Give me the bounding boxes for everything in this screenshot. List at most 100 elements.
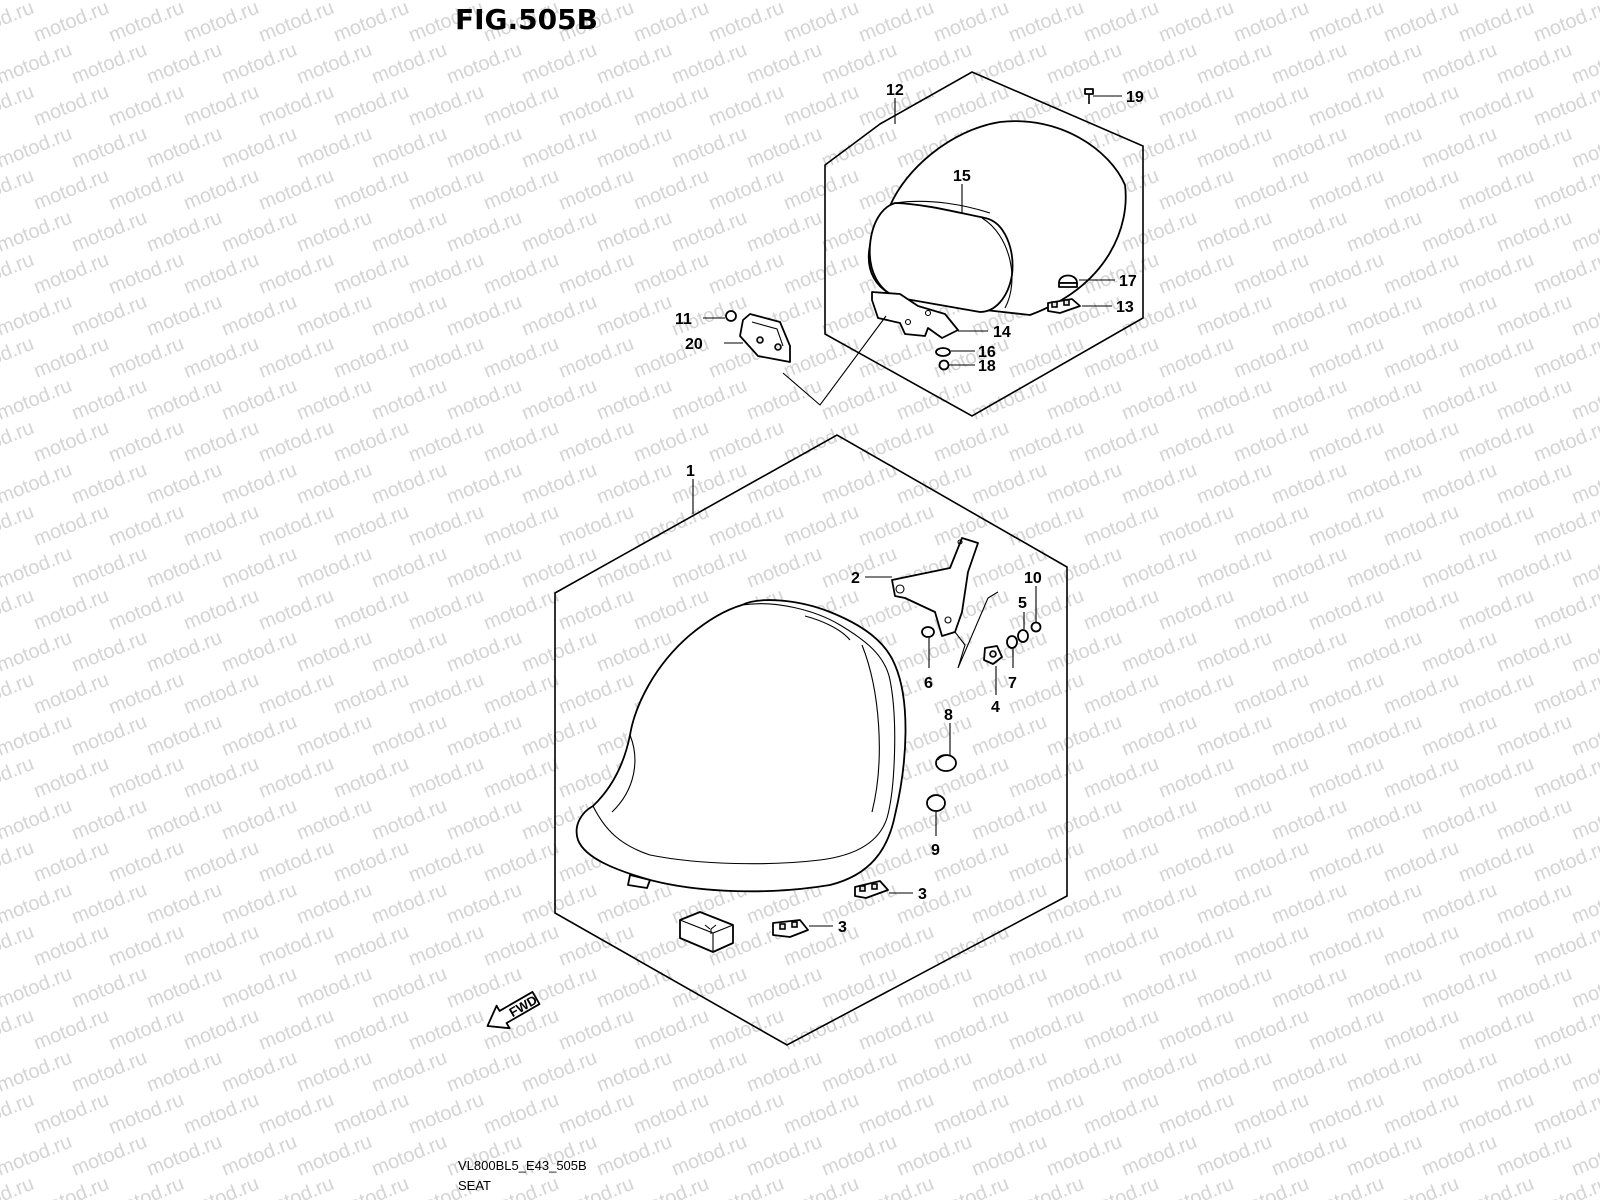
watermark-text: motod.ru [1419, 291, 1500, 341]
watermark-text: motod.ru [1156, 1005, 1237, 1055]
watermark-text: motod.ru [1344, 123, 1425, 173]
watermark-text: motod.ru [519, 543, 600, 593]
watermark-text: motod.ru [1194, 963, 1275, 1013]
watermark-text: motod.ru [669, 0, 750, 5]
watermark-text: motod.ru [0, 963, 75, 1013]
watermark-text: motod.ru [519, 375, 600, 425]
watermark-text: motod.ru [894, 1047, 975, 1097]
watermark-text: motod.ru [1044, 627, 1125, 677]
watermark-text: motod.ru [1194, 123, 1275, 173]
watermark-text: motod.ru [556, 165, 637, 215]
collar-7 [1006, 635, 1018, 649]
watermark-text: motod.ru [444, 375, 525, 425]
watermark-text: motod.ru [1569, 375, 1600, 425]
watermark-text: motod.ru [856, 1089, 937, 1139]
watermark-text: motod.ru [1081, 0, 1162, 47]
watermark-text: motod.ru [1044, 39, 1125, 89]
watermark-text: motod.ru [669, 1047, 750, 1097]
watermark-text: motod.ru [856, 417, 937, 467]
watermark-text: motod.ru [1419, 375, 1500, 425]
bolt-11 [725, 310, 737, 322]
watermark-text: motod.ru [106, 501, 187, 551]
watermark-text: motod.ru [1119, 543, 1200, 593]
watermark-text: motod.ru [1456, 501, 1537, 551]
callout-17: 17 [1119, 273, 1137, 290]
watermark-text: motod.ru [1006, 1173, 1087, 1200]
watermark-text: motod.ru [631, 1089, 712, 1139]
watermark-text: motod.ru [1194, 39, 1275, 89]
watermark-text: motod.ru [69, 795, 150, 845]
watermark-text: motod.ru [219, 123, 300, 173]
watermark-text: motod.ru [1494, 39, 1575, 89]
watermark-text: motod.ru [1569, 963, 1600, 1013]
watermark-text: motod.ru [1119, 207, 1200, 257]
watermark-text: motod.ru [369, 879, 450, 929]
watermark-text: motod.ru [1456, 1173, 1537, 1200]
watermark-text: motod.ru [294, 879, 375, 929]
watermark-text: motod.ru [1044, 963, 1125, 1013]
watermark-text: motod.ru [406, 249, 487, 299]
callout-5: 5 [1018, 595, 1027, 612]
watermark-text: motod.ru [331, 81, 412, 131]
watermark-text: motod.ru [294, 795, 375, 845]
washer-6 [921, 626, 935, 638]
watermark-text: motod.ru [1381, 501, 1462, 551]
cushion-9 [926, 794, 946, 812]
watermark-text: motod.ru [1194, 1131, 1275, 1181]
callout-9: 9 [931, 842, 940, 859]
watermark-text: motod.ru [706, 501, 787, 551]
watermark-text: motod.ru [1044, 1047, 1125, 1097]
watermark-text: motod.ru [294, 459, 375, 509]
watermark-text: motod.ru [669, 543, 750, 593]
watermark-text: motod.ru [631, 81, 712, 131]
watermark-text: motod.ru [219, 879, 300, 929]
watermark-text: motod.ru [1344, 0, 1425, 5]
watermark-text: motod.ru [1306, 753, 1387, 803]
watermark-text: motod.ru [781, 1089, 862, 1139]
watermark-text: motod.ru [1344, 291, 1425, 341]
watermark-text: motod.ru [69, 1047, 150, 1097]
watermark-text: motod.ru [0, 795, 75, 845]
watermark-text: motod.ru [1494, 291, 1575, 341]
watermark-text: motod.ru [969, 627, 1050, 677]
watermark-text: motod.ru [1081, 753, 1162, 803]
watermark-text: motod.ru [1156, 1089, 1237, 1139]
watermark-text: motod.ru [481, 753, 562, 803]
watermark-text: motod.ru [331, 921, 412, 971]
watermark-text: motod.ru [481, 837, 562, 887]
watermark-text: motod.ru [69, 123, 150, 173]
watermark-text: motod.ru [519, 291, 600, 341]
watermark-text: motod.ru [219, 1047, 300, 1097]
watermark-text: motod.ru [294, 711, 375, 761]
watermark-text: motod.ru [69, 1131, 150, 1181]
watermark-text: motod.ru [1231, 837, 1312, 887]
watermark-text: motod.ru [219, 543, 300, 593]
watermark-text: motod.ru [1306, 1005, 1387, 1055]
callout-3-upper: 3 [918, 886, 927, 903]
watermark-text: motod.ru [969, 0, 1050, 5]
watermark-text: motod.ru [1306, 249, 1387, 299]
group-hexagon-1 [554, 434, 1068, 1046]
watermark-text: motod.ru [1044, 459, 1125, 509]
watermark-text: motod.ru [106, 333, 187, 383]
watermark-text: motod.ru [1569, 543, 1600, 593]
watermark-text: motod.ru [444, 1131, 525, 1181]
watermark-text: motod.ru [219, 39, 300, 89]
watermark-text: motod.ru [1119, 627, 1200, 677]
watermark-text: motod.ru [1381, 333, 1462, 383]
watermark-text: motod.ru [0, 543, 75, 593]
watermark-text: motod.ru [706, 0, 787, 47]
watermark-text: motod.ru [31, 1089, 112, 1139]
watermark-text: motod.ru [1419, 0, 1500, 5]
watermark-text: motod.ru [1044, 543, 1125, 593]
callout-16: 16 [978, 344, 996, 361]
watermark-text: motod.ru [1344, 795, 1425, 845]
watermark-text: motod.ru [1456, 333, 1537, 383]
watermark-text: motod.ru [1044, 711, 1125, 761]
watermark-text: motod.ru [1231, 585, 1312, 635]
watermark-text: motod.ru [1419, 1047, 1500, 1097]
watermark-text: motod.ru [706, 1173, 787, 1200]
watermark-text: motod.ru [1081, 837, 1162, 887]
watermark-text: motod.ru [1494, 123, 1575, 173]
